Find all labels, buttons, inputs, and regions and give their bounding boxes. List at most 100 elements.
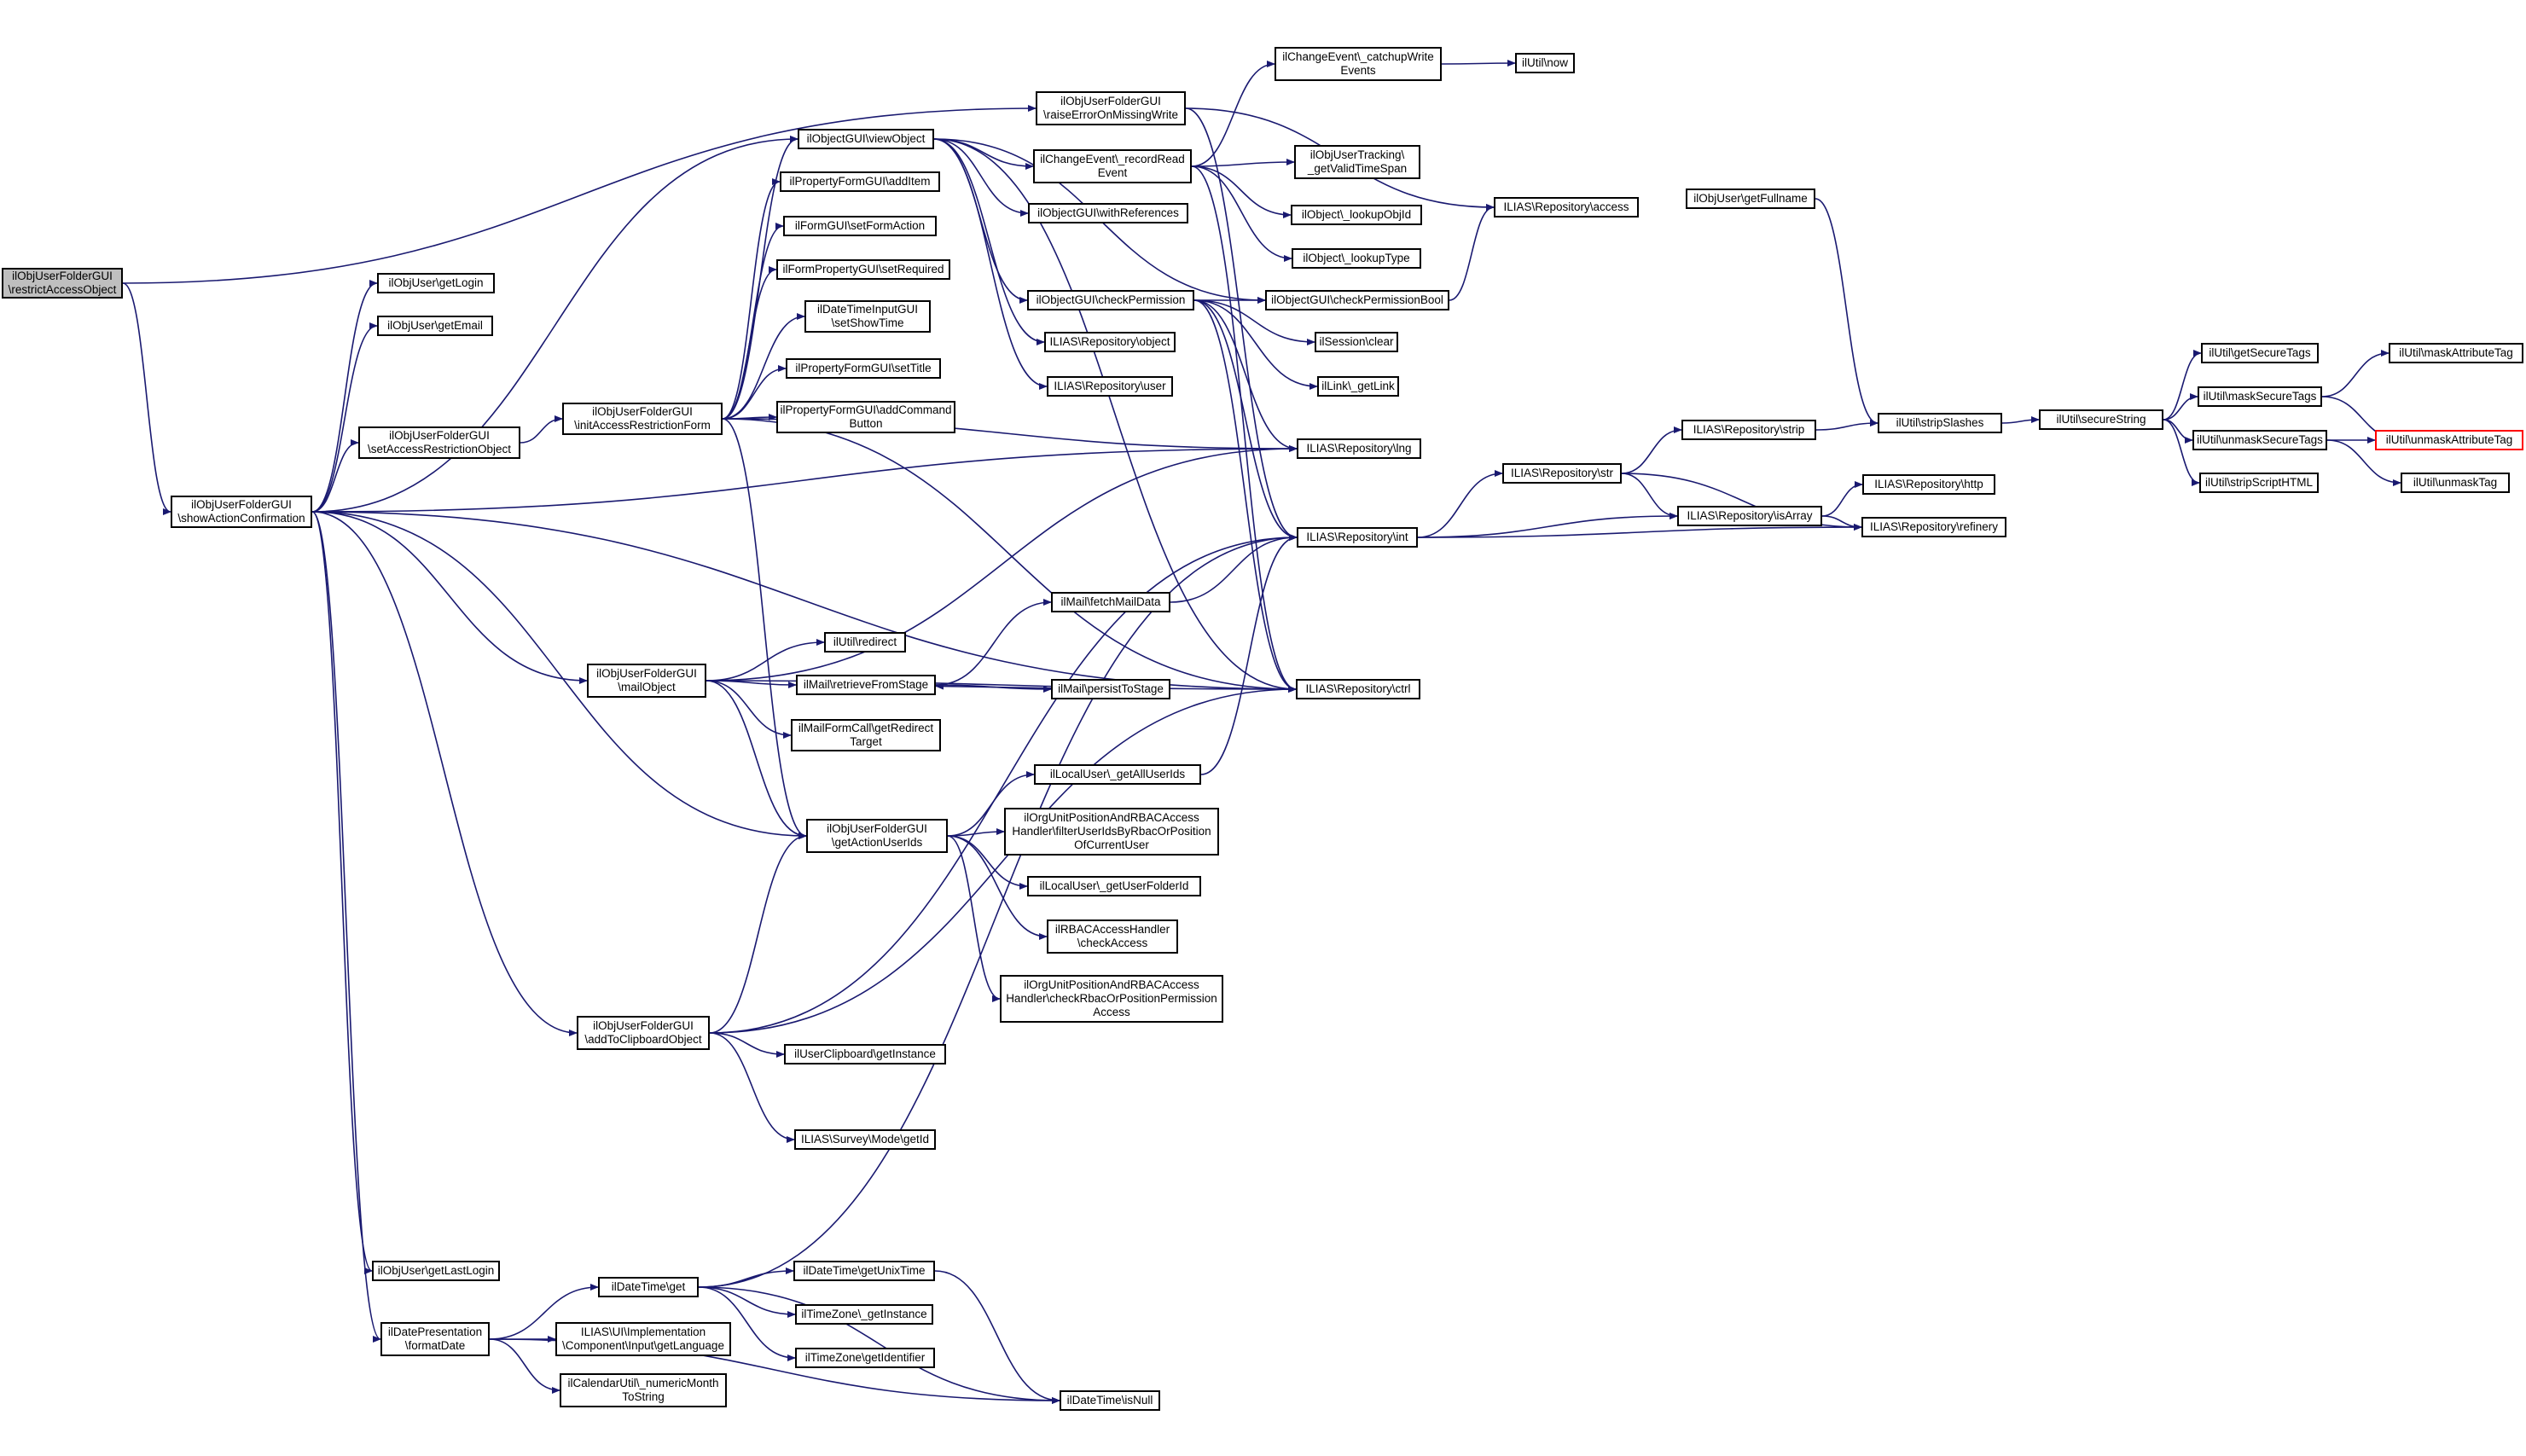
edge-secureString-to-maskSecureTags (2163, 393, 2198, 421)
node-num-month[interactable]: ilCalendarUtil\_numericMonth ToString (560, 1373, 727, 1407)
node-repo-http[interactable]: ILIAS\Repository\http (1862, 474, 1995, 495)
node-mail-object[interactable]: ilObjUserFolderGUI \mailObject (587, 664, 706, 698)
node-view-object[interactable]: ilObjectGUI\viewObject (798, 129, 934, 149)
edge-show-to-lastLogin (311, 511, 373, 1274)
node-mask-attr-tag[interactable]: ilUtil\maskAttributeTag (2389, 343, 2523, 363)
edge-checkPerm-to-getLink (1193, 299, 1318, 390)
node-repo-strip[interactable]: ILIAS\Repository\strip (1681, 420, 1816, 440)
node-strip-script[interactable]: ilUtil\stripScriptHTML (2199, 473, 2319, 493)
node-repo-user[interactable]: ILIAS\Repository\user (1047, 376, 1173, 397)
node-get-link[interactable]: ilLink\_getLink (1317, 376, 1399, 397)
node-set-title[interactable]: ilPropertyFormGUI\setTitle (786, 358, 941, 379)
node-unmask-secure-tags[interactable]: ilUtil\unmaskSecureTags (2192, 430, 2327, 450)
node-unmask-tag[interactable]: ilUtil\unmaskTag (2401, 473, 2510, 493)
edge-show-to-formatDate (311, 511, 381, 1343)
node-valid-time[interactable]: ilObjUserTracking\ _getValidTimeSpan (1294, 145, 1420, 179)
node-is-null[interactable]: ilDateTime\isNull (1060, 1390, 1160, 1411)
edge-show-to-mailObject (311, 511, 588, 684)
node-get-action-ids[interactable]: ilObjUserFolderGUI \getActionUserIds (806, 819, 948, 853)
node-get-secure-tags[interactable]: ilUtil\getSecureTags (2201, 343, 2319, 363)
node-lookup-type[interactable]: ilObject\_lookupType (1292, 248, 1421, 269)
edge-formatDate-to-dtGet (489, 1284, 599, 1340)
edge-recordRead-to-repoCtrl (1191, 165, 1297, 693)
node-record-read[interactable]: ilChangeEvent\_recordRead Event (1033, 149, 1192, 183)
node-set-form-action[interactable]: ilFormGUI\setFormAction (783, 216, 937, 236)
edge-dtGet-to-tzIdent (698, 1286, 796, 1361)
node-repo-str[interactable]: ILIAS\Repository\str (1502, 463, 1622, 484)
node-set-required[interactable]: ilFormPropertyGUI\setRequired (776, 259, 950, 280)
node-add-item[interactable]: ilPropertyFormGUI\addItem (780, 171, 940, 192)
edge-initAccess-to-getActionIds (722, 418, 807, 839)
node-sess-clear[interactable]: ilSession\clear (1315, 332, 1398, 352)
edge-mailObject-to-redirect (706, 639, 825, 682)
node-repo-refinery[interactable]: ILIAS\Repository\refinery (1861, 517, 2006, 537)
edge-viewObject-to-repoObject (933, 138, 1045, 345)
edge-checkPerm-to-repoInt (1193, 299, 1298, 541)
node-repo-lng[interactable]: ILIAS\Repository\lng (1297, 438, 1421, 459)
node-filter-ids[interactable]: ilOrgUnitPositionAndRBACAccess Handler\f… (1004, 808, 1219, 856)
node-show[interactable]: ilObjUserFolderGUI \showActionConfirmati… (171, 496, 312, 528)
node-repo-access[interactable]: ILIAS\Repository\access (1494, 197, 1639, 218)
edge-repoInt-to-repoRefinery (1417, 524, 1862, 538)
edge-repoStrip-to-stripSlashes (1815, 420, 1879, 431)
edge-dtGet-to-repoInt (698, 534, 1298, 1288)
node-unmask-attr-tag[interactable]: ilUtil\unmaskAttributeTag (2375, 430, 2523, 450)
node-with-refs[interactable]: ilObjectGUI\withReferences (1028, 203, 1188, 223)
node-mask-secure-tags[interactable]: ilUtil\maskSecureTags (2198, 386, 2322, 407)
edge-catchup-to-now (1441, 60, 1516, 67)
node-survey-mode[interactable]: ILIAS\Survey\Mode\getId (794, 1129, 936, 1150)
node-repo-object[interactable]: ILIAS\Repository\object (1044, 332, 1176, 352)
node-retrieve-stage[interactable]: ilMail\retrieveFromStage (796, 675, 936, 695)
node-now[interactable]: ilUtil\now (1515, 53, 1575, 73)
node-tz-instance[interactable]: ilTimeZone\_getInstance (795, 1304, 933, 1325)
node-add-clipboard[interactable]: ilObjUserFolderGUI \addToClipboardObject (577, 1016, 710, 1050)
node-get-email[interactable]: ilObjUser\getEmail (377, 316, 493, 336)
node-all-user-ids[interactable]: ilLocalUser\_getAllUserIds (1034, 764, 1201, 785)
node-add-command[interactable]: ilPropertyFormGUI\addCommand Button (776, 401, 955, 433)
node-set-access[interactable]: ilObjUserFolderGUI \setAccessRestriction… (358, 426, 520, 459)
edge-getActionIds-to-rbacCheck (947, 835, 1048, 940)
node-repo-int[interactable]: ILIAS\Repository\int (1297, 527, 1418, 548)
node-repo-is-array[interactable]: ILIAS\Repository\isArray (1677, 506, 1822, 526)
edge-getFullname-to-stripSlashes (1815, 198, 1879, 426)
edge-show-to-setAccess (311, 439, 359, 513)
node-check-perm-bool[interactable]: ilObjectGUI\checkPermissionBool (1265, 290, 1449, 310)
edge-setAccess-to-initAccess (520, 415, 563, 444)
node-set-show-time[interactable]: ilDateTimeInputGUI \setShowTime (804, 300, 931, 333)
node-check-perm[interactable]: ilObjectGUI\checkPermission (1027, 290, 1194, 310)
node-get-fullname[interactable]: ilObjUser\getFullname (1686, 189, 1815, 209)
node-redirect[interactable]: ilUtil\redirect (824, 632, 906, 653)
edge-restrict-to-raiseError (122, 105, 1037, 284)
edge-repoInt-to-repoStr (1417, 470, 1503, 538)
node-dt-get[interactable]: ilDateTime\get (598, 1277, 699, 1297)
node-unix-time[interactable]: ilDateTime\getUnixTime (793, 1261, 935, 1281)
node-lookup-obj-id[interactable]: ilObject\_lookupObjId (1291, 205, 1422, 225)
edge-mailObject-to-mailFormCall (706, 680, 792, 739)
node-secure-string[interactable]: ilUtil\secureString (2039, 409, 2163, 430)
edge-maskSecureTags-to-maskAttrTag (2321, 350, 2390, 397)
node-persist-stage[interactable]: ilMail\persistToStage (1051, 679, 1170, 699)
edge-show-to-getActionIds (311, 511, 807, 839)
node-mail-form-call[interactable]: ilMailFormCall\getRedirect Target (791, 719, 941, 751)
node-fetch-mail[interactable]: ilMail\fetchMailData (1051, 592, 1170, 612)
edge-checkPerm-to-sessClear (1193, 299, 1315, 345)
edge-viewObject-to-repoCtrl (933, 138, 1297, 693)
edge-mailObject-to-getActionIds (706, 680, 807, 839)
node-last-login[interactable]: ilObjUser\getLastLogin (372, 1261, 500, 1281)
node-rbac-check[interactable]: ilRBACAccessHandler \checkAccess (1047, 919, 1178, 954)
node-user-folder-id[interactable]: ilLocalUser\_getUserFolderId (1027, 876, 1201, 896)
node-get-language[interactable]: ILIAS\UI\Implementation \Component\Input… (555, 1322, 731, 1356)
node-tz-ident[interactable]: ilTimeZone\getIdentifier (795, 1348, 935, 1368)
edge-viewObject-to-repoUser (933, 138, 1048, 390)
node-repo-ctrl[interactable]: ILIAS\Repository\ctrl (1296, 679, 1420, 699)
edge-addClipboard-to-surveyMode (709, 1032, 795, 1143)
node-get-login[interactable]: ilObjUser\getLogin (377, 273, 495, 293)
node-init-access[interactable]: ilObjUserFolderGUI \initAccessRestrictio… (562, 403, 723, 435)
node-raise-error[interactable]: ilObjUserFolderGUI \raiseErrorOnMissingW… (1036, 91, 1186, 125)
node-format-date[interactable]: ilDatePresentation \formatDate (380, 1322, 490, 1356)
node-strip-slashes[interactable]: ilUtil\stripSlashes (1878, 413, 2002, 433)
node-rbac-or-pos[interactable]: ilOrgUnitPositionAndRBACAccess Handler\c… (1000, 975, 1223, 1023)
node-catchup[interactable]: ilChangeEvent\_catchupWrite Events (1275, 47, 1442, 81)
edge-dtGet-to-unixTime (698, 1267, 794, 1288)
node-clip-instance[interactable]: ilUserClipboard\getInstance (784, 1044, 946, 1064)
